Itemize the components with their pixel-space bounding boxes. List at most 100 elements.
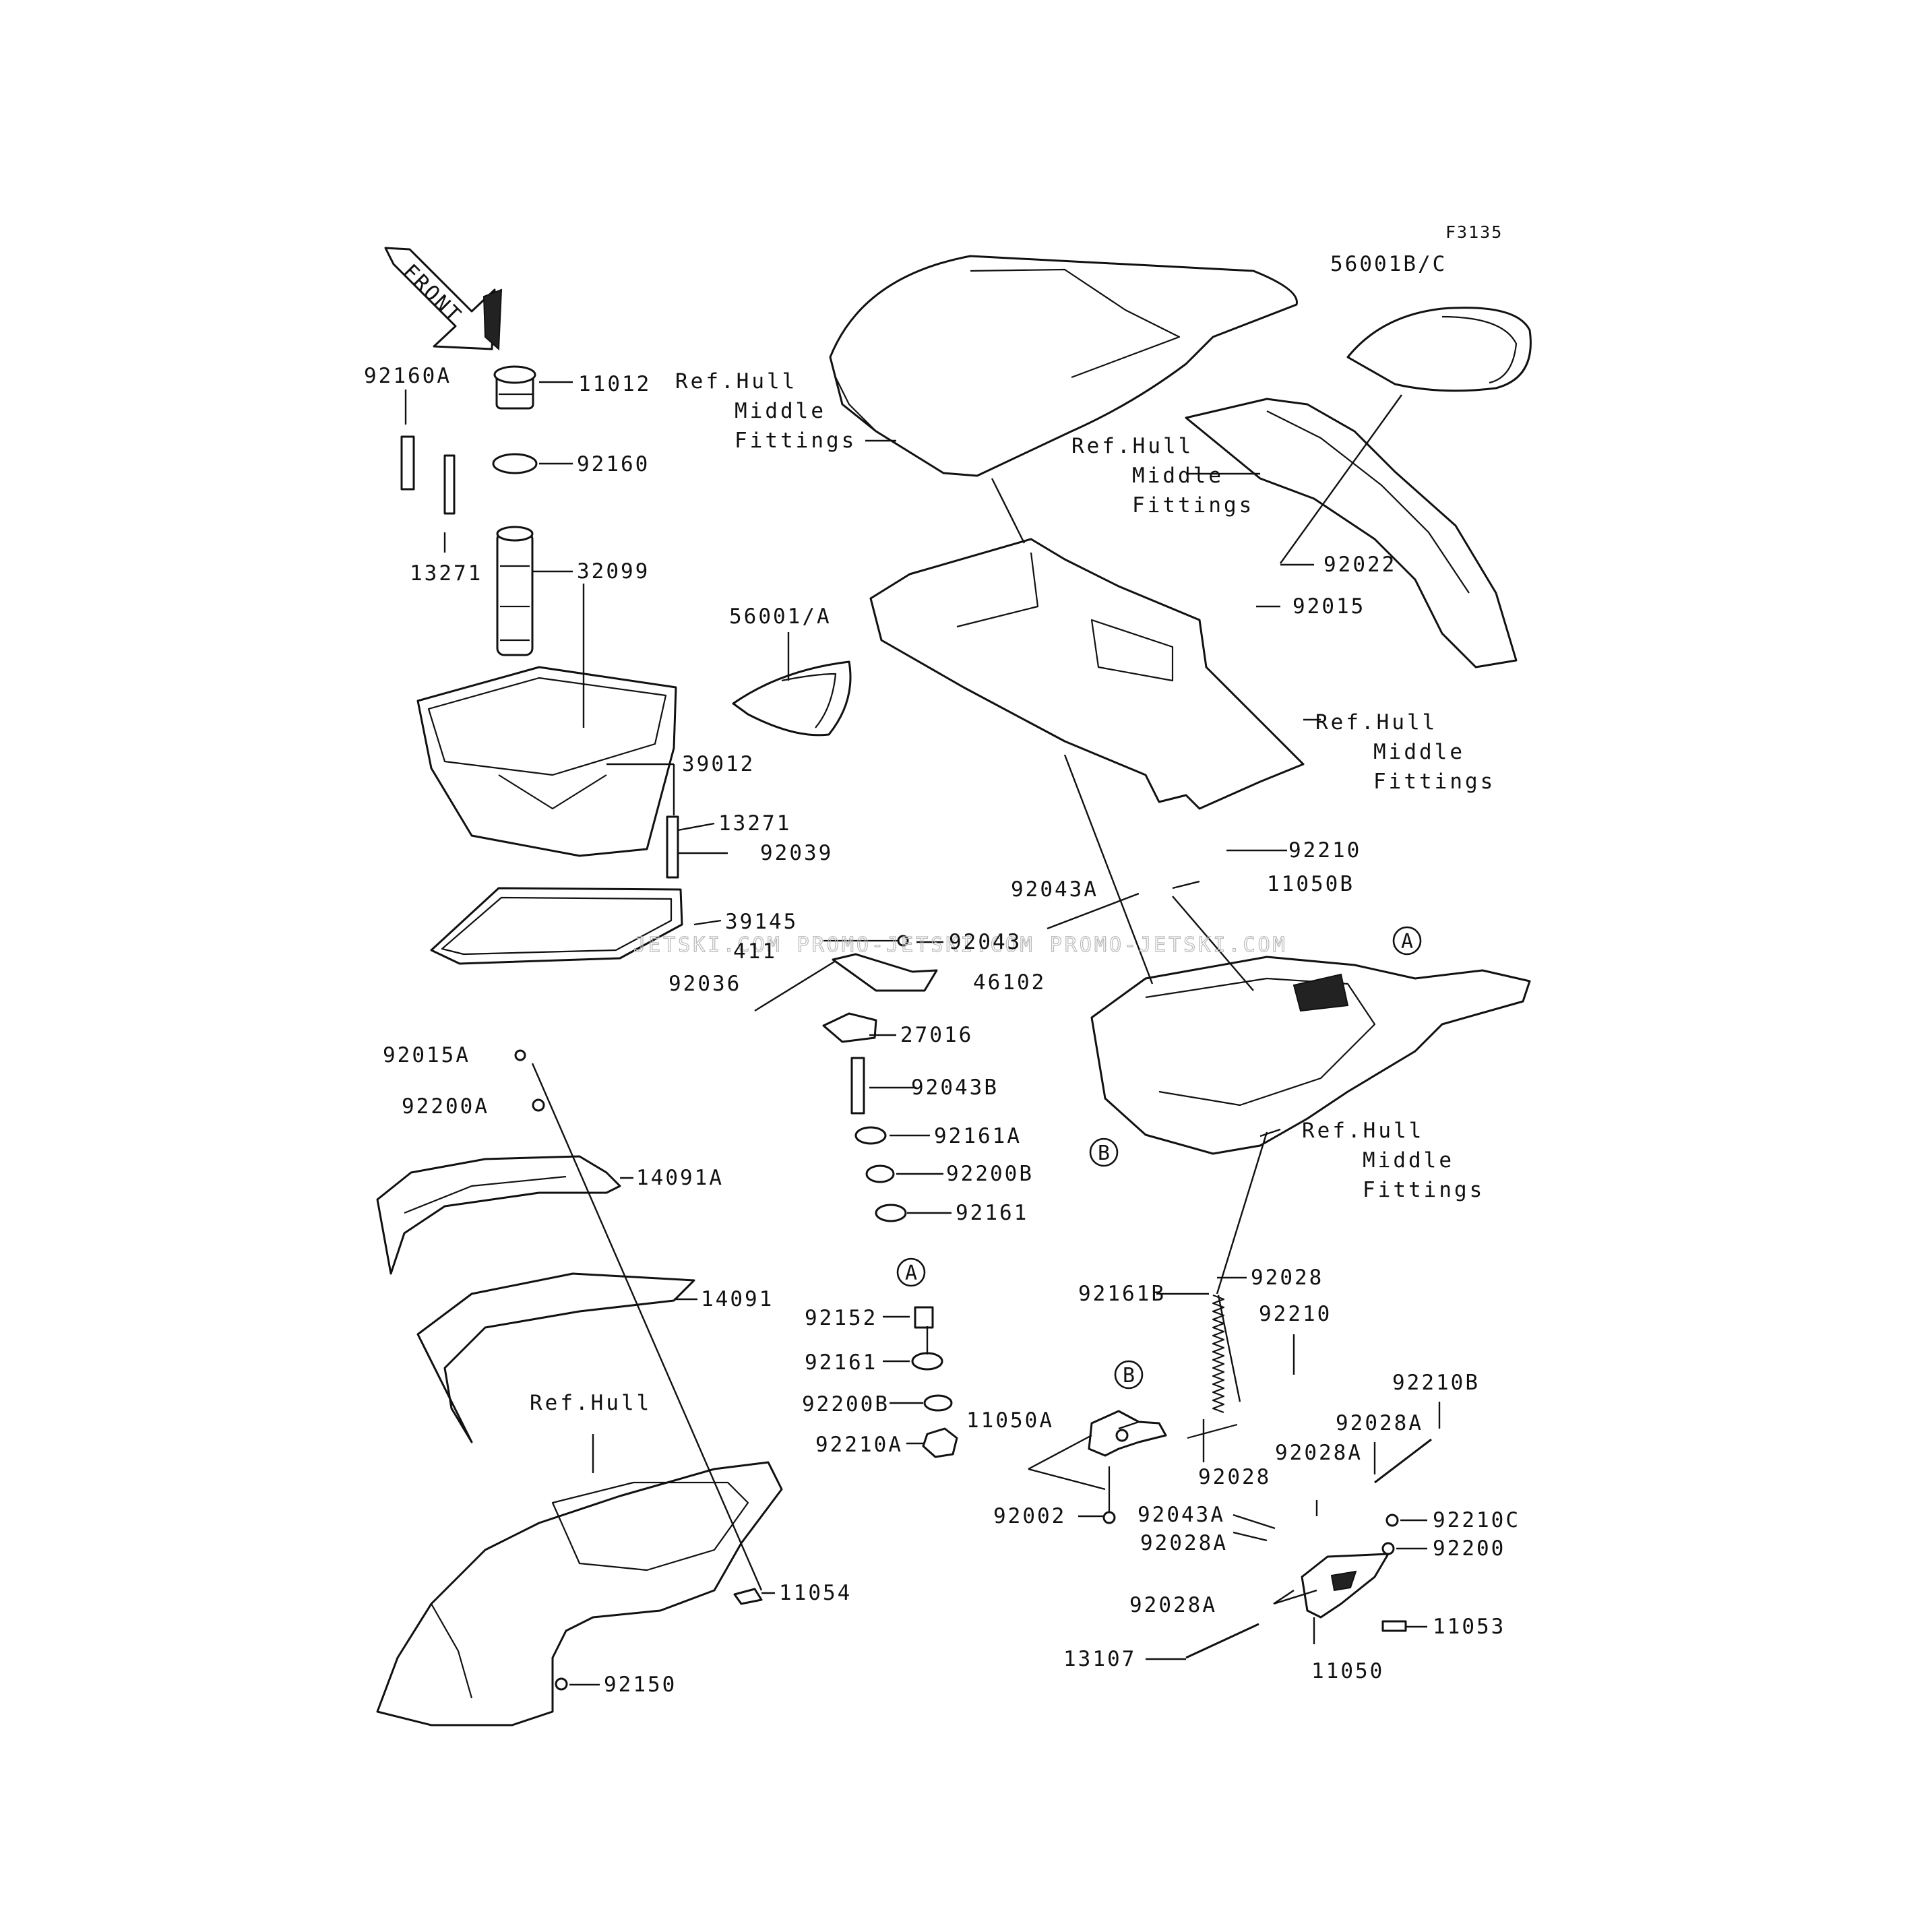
part-label: 11012 bbox=[578, 372, 651, 396]
bolt-92043a-lower-part bbox=[1187, 1423, 1238, 1439]
bolt-92210b-part bbox=[1374, 1438, 1432, 1484]
svg-text:B: B bbox=[1098, 1142, 1110, 1165]
svg-text:Ref.Hull: Ref.Hull bbox=[1071, 434, 1193, 458]
svg-text:Middle: Middle bbox=[735, 399, 826, 423]
part-label: 92210C bbox=[1433, 1508, 1520, 1532]
filler-cap-part bbox=[493, 365, 536, 410]
svg-text:A: A bbox=[1401, 930, 1413, 954]
part-label: 92028A bbox=[1336, 1411, 1423, 1435]
part-label: 11050A bbox=[966, 1408, 1054, 1433]
part-label: 92200B bbox=[802, 1392, 890, 1416]
clip-strip-part bbox=[400, 435, 456, 515]
part-label: 92015 bbox=[1292, 594, 1365, 619]
svg-text:Fittings: Fittings bbox=[735, 429, 856, 453]
part-label: 92043A bbox=[1138, 1503, 1225, 1527]
part-label: 14091 bbox=[701, 1287, 774, 1311]
part-label: 11053 bbox=[1433, 1615, 1505, 1639]
part-label: 92161A bbox=[934, 1124, 1022, 1148]
part-label: 39012 bbox=[682, 752, 755, 776]
callout-a-lower: A bbox=[896, 1257, 926, 1287]
part-label: 39145 bbox=[725, 910, 798, 934]
middle-fitting-right-part bbox=[1185, 398, 1518, 668]
part-label: 92161B bbox=[1078, 1282, 1166, 1306]
callout-b-lower: B bbox=[1114, 1360, 1144, 1390]
part-label: 92028 bbox=[1198, 1465, 1271, 1489]
part-label: 411 bbox=[733, 939, 777, 964]
bracket-part bbox=[666, 815, 679, 879]
part-label: 92002 bbox=[993, 1504, 1066, 1528]
storage-box-part bbox=[416, 666, 677, 857]
front-label: FRONT bbox=[398, 259, 466, 328]
middle-fitting-center-part bbox=[869, 538, 1305, 810]
part-label: 92200A bbox=[402, 1094, 489, 1119]
bracket-11050a-part bbox=[1088, 1410, 1167, 1457]
part-label: 11050B bbox=[1267, 872, 1354, 896]
part-label: 92150 bbox=[604, 1673, 677, 1697]
pin-92043b-part bbox=[850, 1057, 865, 1115]
bolt-92043-part bbox=[823, 935, 909, 947]
drain-tube-part bbox=[496, 526, 534, 656]
washer-92161-part bbox=[875, 1204, 907, 1222]
part-label: 13107 bbox=[1063, 1647, 1136, 1671]
part-label: 13271 bbox=[718, 811, 791, 836]
part-label: 92036 bbox=[668, 972, 741, 996]
part-label: 92161 bbox=[805, 1350, 877, 1375]
fastener-11054-part bbox=[733, 1588, 763, 1605]
middle-fitting-top-part bbox=[829, 255, 1298, 477]
part-label: 46102 bbox=[973, 970, 1046, 995]
part-label: 92210B bbox=[1392, 1371, 1480, 1395]
part-labels: 92160A 11012 92160 13271 32099 56001/A 3… bbox=[364, 252, 1520, 1697]
part-label: 92022 bbox=[1323, 553, 1396, 577]
part-label: 92200 bbox=[1433, 1536, 1505, 1561]
svg-text:A: A bbox=[905, 1261, 917, 1285]
ref-hull-label: Ref.Hull bbox=[530, 1391, 652, 1415]
part-label: 92200B bbox=[946, 1162, 1034, 1186]
ref-label-top-right: Ref.Hull Middle Fittings bbox=[1071, 434, 1254, 518]
part-label: 56001/A bbox=[729, 604, 832, 629]
part-label: 27016 bbox=[900, 1023, 973, 1047]
pad-a-part bbox=[732, 660, 852, 737]
svg-text:Ref.Hull: Ref.Hull bbox=[1302, 1119, 1424, 1143]
figure-code: F3135 bbox=[1445, 222, 1503, 242]
leader-lines bbox=[404, 381, 1441, 1686]
svg-text:Middle: Middle bbox=[1373, 740, 1465, 764]
nut-92210a-part bbox=[922, 1427, 958, 1458]
svg-text:Ref.Hull: Ref.Hull bbox=[675, 369, 797, 394]
cover-11053-part bbox=[1381, 1620, 1407, 1632]
part-label: 13271 bbox=[410, 561, 482, 586]
part-label: 92160 bbox=[577, 452, 650, 476]
bracket-11050-part bbox=[1301, 1553, 1390, 1619]
part-label: 92028A bbox=[1140, 1531, 1228, 1555]
part-label: 32099 bbox=[577, 559, 650, 584]
part-label: 92028A bbox=[1129, 1593, 1217, 1617]
svg-text:Fittings: Fittings bbox=[1132, 493, 1254, 518]
hull-part bbox=[376, 1461, 783, 1726]
ref-label-middle: Ref.Hull Middle Fittings bbox=[1315, 710, 1495, 794]
part-label: 92015A bbox=[383, 1043, 470, 1067]
ref-label-lower: Ref.Hull Middle Fittings bbox=[1302, 1119, 1485, 1202]
washer-92161a-part bbox=[854, 1126, 887, 1145]
part-label: 92160A bbox=[364, 364, 451, 388]
washer-92161b-part bbox=[911, 1352, 943, 1371]
part-label: 92210A bbox=[815, 1433, 903, 1457]
part-label: 92043A bbox=[1011, 877, 1098, 902]
cover-14091a-part bbox=[376, 1155, 621, 1275]
part-label: 92043B bbox=[911, 1076, 999, 1100]
front-arrow-icon: FRONT bbox=[384, 247, 503, 351]
part-label: 14091A bbox=[636, 1166, 724, 1190]
part-label: 92210 bbox=[1288, 838, 1361, 863]
svg-text:Fittings: Fittings bbox=[1363, 1178, 1485, 1202]
collar-92152-part bbox=[914, 1306, 934, 1329]
pad-bc-part bbox=[1346, 307, 1532, 392]
ref-label-top-left: Ref.Hull Middle Fittings bbox=[675, 369, 856, 453]
part-label: 11050 bbox=[1311, 1659, 1384, 1683]
latch-46102-part bbox=[832, 953, 938, 992]
rear-deck-part bbox=[1090, 956, 1531, 1155]
svg-text:Fittings: Fittings bbox=[1373, 770, 1495, 794]
bolt-13107-part bbox=[1185, 1623, 1259, 1659]
part-label: 92039 bbox=[760, 841, 833, 865]
callout-b-upper: B bbox=[1089, 1138, 1119, 1167]
svg-text:B: B bbox=[1123, 1364, 1135, 1388]
washer-92200-part bbox=[1381, 1542, 1395, 1555]
screw-92150-part bbox=[555, 1677, 568, 1691]
